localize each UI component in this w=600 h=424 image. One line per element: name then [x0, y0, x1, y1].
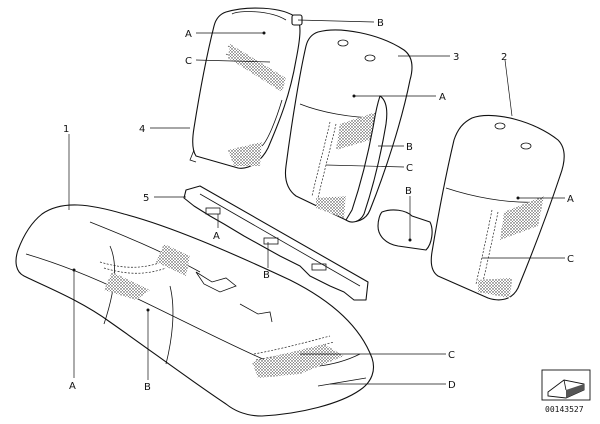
callout-b: B — [405, 186, 412, 197]
legend-box: 00143527 — [541, 369, 591, 414]
callout-c: C — [406, 163, 413, 174]
callout-a: A — [213, 231, 220, 242]
part-1-seat-cushion — [15, 204, 375, 417]
callout-part-4: 4 — [139, 124, 145, 135]
callout-part-5: 5 — [143, 193, 149, 204]
callout-c: C — [567, 254, 574, 265]
part-5-bracket-rail — [183, 185, 369, 301]
leader-lines — [68, 19, 565, 385]
callout-b: B — [144, 382, 151, 393]
callout-b: B — [377, 18, 384, 29]
callout-d: D — [448, 380, 456, 391]
part-4-backrest-cover — [189, 7, 303, 169]
callout-part-3: 3 — [453, 52, 459, 63]
callout-a: A — [69, 381, 76, 392]
callout-a: A — [439, 92, 446, 103]
callout-b: B — [263, 270, 270, 281]
part-3-center-backrest — [284, 29, 413, 223]
seat-cushion-corner-icon — [547, 379, 585, 399]
callout-a: A — [185, 29, 192, 40]
callout-c: C — [448, 350, 455, 361]
callout-c: C — [185, 56, 192, 67]
callout-b: B — [406, 142, 413, 153]
callout-labels: A C 4 B 3 A B C 1 2 A C B 5 A B A B C D — [63, 18, 574, 393]
callout-part-1: 1 — [63, 124, 69, 135]
callout-part-2: 2 — [501, 52, 507, 63]
part-2-right-backrest — [377, 114, 565, 301]
callout-a: A — [567, 194, 574, 205]
drawing-number: 00143527 — [545, 405, 584, 414]
